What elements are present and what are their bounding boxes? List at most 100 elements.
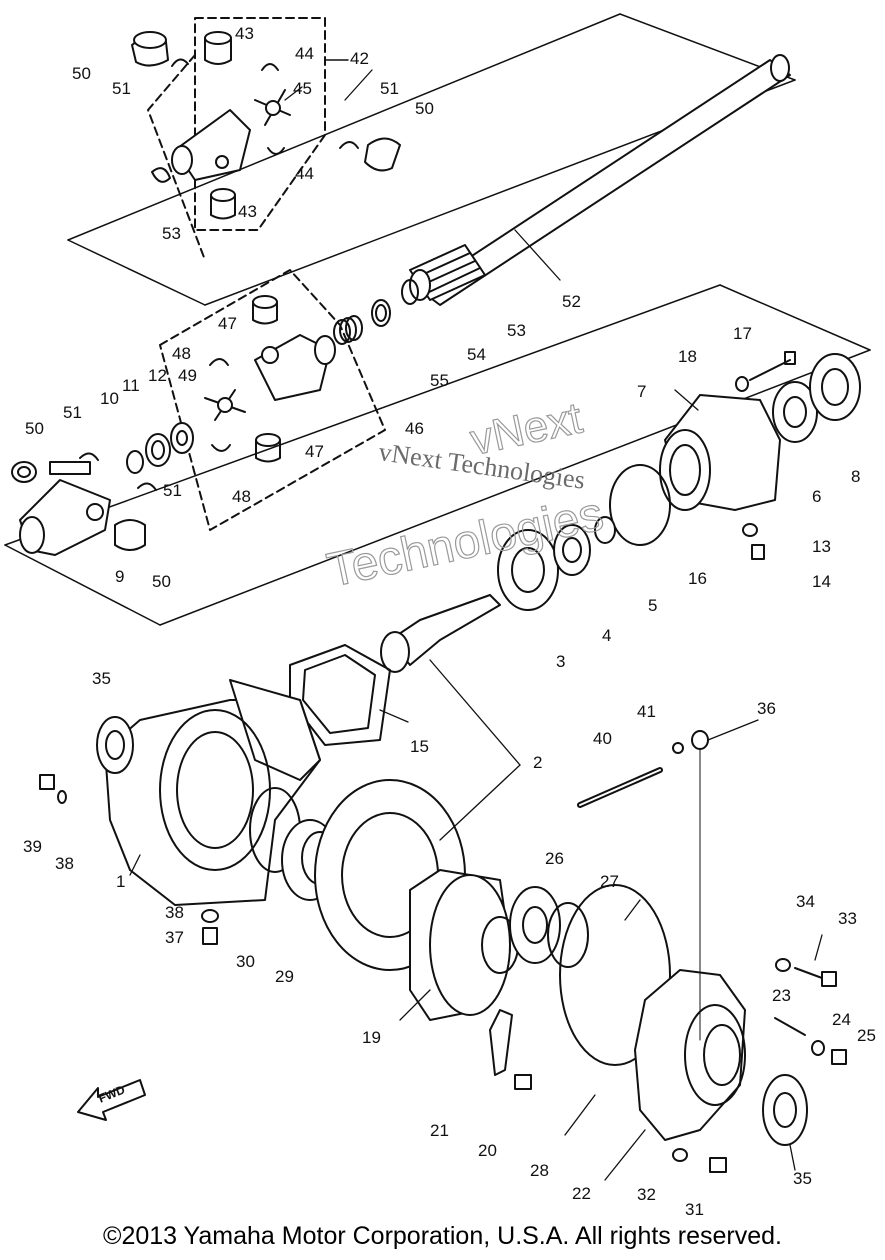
part-label-33: 33: [838, 909, 857, 928]
washer-34: [775, 958, 791, 972]
part-label-46: 46: [405, 419, 424, 438]
bearing-cup-47-bottom: [255, 433, 281, 463]
part-label-51d: 51: [163, 481, 182, 500]
washer-24: [811, 1040, 825, 1056]
bolt-33: [794, 967, 837, 987]
part-label-43b: 43: [238, 202, 257, 221]
part-label-47: 47: [218, 314, 237, 333]
circlip-51-lower: [137, 482, 157, 491]
washer-13: [742, 523, 758, 537]
clip-41: [672, 742, 684, 754]
part-label-22: 22: [572, 1184, 591, 1203]
bearing-26: [509, 886, 561, 964]
plug-14: [751, 544, 765, 560]
gear-case-cover-22: [634, 969, 746, 1141]
part-label-55: 55: [430, 371, 449, 390]
part-label-17: 17: [733, 324, 752, 343]
washer-32: [672, 1148, 688, 1162]
part-label-29: 29: [275, 967, 294, 986]
part-label-35b: 35: [793, 1169, 812, 1188]
part-label-16: 16: [688, 569, 707, 588]
bolt-20: [514, 1074, 532, 1090]
part-label-44: 44: [295, 44, 314, 63]
yoke-9: [19, 461, 111, 556]
part-label-18: 18: [678, 347, 697, 366]
bearing-cup-47-top: [252, 295, 278, 325]
part-label-32: 32: [637, 1185, 656, 1204]
leader-lines: [129, 69, 823, 1181]
part-label-36: 36: [757, 699, 776, 718]
oil-seal-35-left: [96, 716, 134, 774]
copyright-notice: ©2013 Yamaha Motor Corporation, U.S.A. A…: [103, 1222, 782, 1250]
drive-shaft: [409, 54, 791, 306]
part-label-51b: 51: [380, 79, 399, 98]
part-label-44b: 44: [295, 164, 314, 183]
bearing-cup-50-left: [11, 461, 37, 483]
part-label-23: 23: [772, 986, 791, 1005]
pinion-gear-2: [380, 594, 501, 673]
o-ring-16: [609, 464, 671, 546]
spider-45: [254, 89, 291, 126]
seal-11: [145, 433, 171, 467]
exploded-parts-diagram: [4, 13, 871, 1181]
part-label-11: 11: [122, 376, 140, 395]
circlip-51-left: [79, 452, 99, 461]
part-label-3: 3: [556, 652, 566, 671]
part-label-5: 5: [648, 596, 658, 615]
bearing-4: [553, 524, 591, 576]
differential-case-1: [104, 679, 321, 906]
part-label-48: 48: [172, 344, 191, 363]
part-label-25: 25: [857, 1026, 876, 1045]
part-label-38: 38: [55, 854, 74, 873]
part-label-30: 30: [236, 952, 255, 971]
part-label-50: 50: [72, 64, 91, 83]
part-label-47b: 47: [305, 442, 324, 461]
circlip-53-lower: [401, 279, 419, 305]
part-label-31: 31: [685, 1200, 704, 1219]
part-label-20: 20: [478, 1141, 497, 1160]
collar-12: [170, 422, 194, 454]
gasket-38-left: [57, 790, 67, 804]
part-label-8: 8: [851, 467, 861, 486]
part-label-45: 45: [293, 79, 312, 98]
circlip-44-top: [261, 63, 279, 71]
circlip-44-bottom: [267, 147, 285, 155]
circlip-48-bottom: [211, 444, 231, 452]
part-label-14: 14: [812, 572, 831, 591]
bearing-6: [772, 381, 818, 443]
part-label-26: 26: [545, 849, 564, 868]
part-label-21: 21: [430, 1121, 449, 1140]
bearing-3: [497, 529, 559, 611]
part-label-27: 27: [600, 872, 619, 891]
part-label-50d: 50: [152, 572, 171, 591]
part-label-50b: 50: [415, 99, 434, 118]
stopper-21: [489, 1009, 513, 1076]
breather-hose-40: [577, 767, 663, 808]
part-label-9: 9: [115, 567, 125, 586]
plug-37: [202, 927, 218, 945]
part-label-50c: 50: [25, 419, 44, 438]
circlip-48-top: [209, 358, 229, 366]
part-label-1: 1: [116, 872, 126, 891]
part-label-41: 41: [637, 702, 656, 721]
circlip-53-upper: [151, 167, 171, 183]
yoke-lower: [254, 334, 336, 401]
part-label-38b: 38: [165, 903, 184, 922]
washer-54: [371, 299, 391, 327]
differential-gear-19: [409, 869, 519, 1021]
part-label-37: 37: [165, 928, 184, 947]
universal-joint-kit-lower: [159, 269, 386, 531]
part-label-39: 39: [23, 837, 42, 856]
part-label-10: 10: [100, 389, 119, 408]
oil-seal-35-right: [762, 1074, 808, 1146]
circlip-51-upper-right: [339, 141, 359, 149]
o-ring-28: [559, 884, 671, 1066]
oil-seal-8: [809, 353, 861, 421]
bearing-cup-50-lower: [114, 519, 146, 551]
part-label-53: 53: [162, 224, 181, 243]
bearing-cup-50-upper-left: [131, 31, 169, 67]
stud-23: [774, 1017, 806, 1036]
bolt-17: [749, 351, 796, 381]
washer-5: [594, 516, 616, 544]
bolt-31: [709, 1157, 727, 1173]
